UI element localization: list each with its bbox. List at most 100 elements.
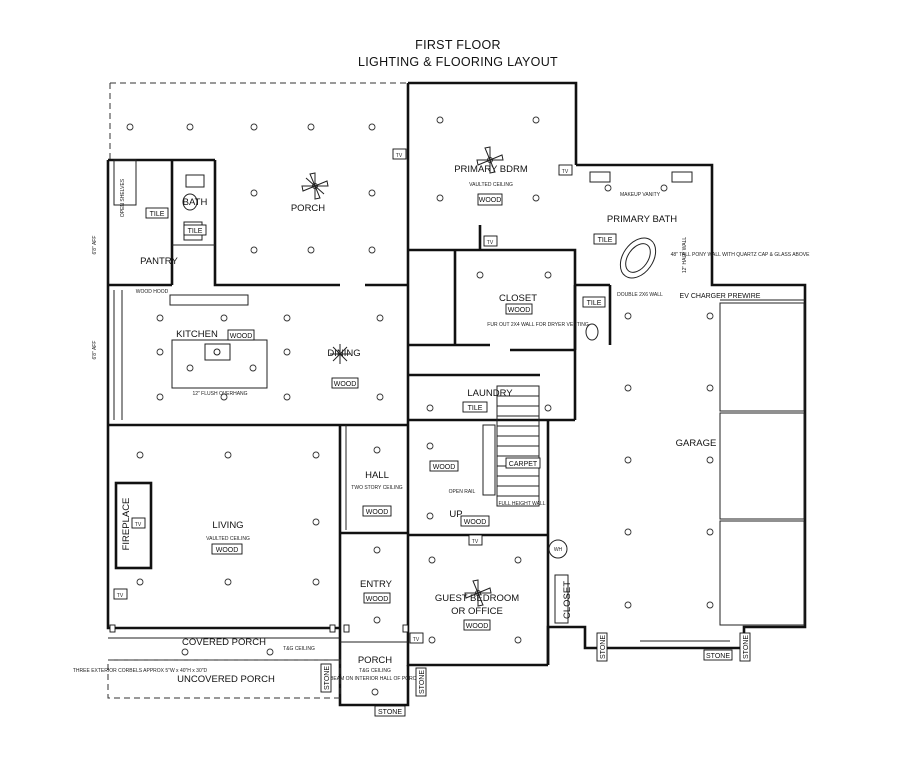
tag-stone-garage-left: STONE bbox=[600, 635, 607, 659]
tv-icon: TV bbox=[487, 240, 494, 246]
label-glass-note: 48" TALL PONY WALL WITH QUARTZ CAP & GLA… bbox=[671, 252, 811, 258]
label-open-shelves: OPEN SHELVES bbox=[120, 178, 126, 217]
tag-wood-stair-hall: WOOD bbox=[433, 464, 456, 471]
tag-wood-entry: WOOD bbox=[366, 596, 389, 603]
recessed-light-icon bbox=[373, 446, 381, 454]
recessed-light-icon bbox=[604, 184, 612, 192]
recessed-light-icon bbox=[224, 578, 232, 586]
recessed-light-icon bbox=[156, 393, 164, 401]
label-covered-porch: COVERED PORCH bbox=[182, 637, 266, 648]
label-garage: GARAGE bbox=[676, 438, 717, 449]
floor-tags: WOOD TILE TILE TILE WOOD WOOD WOOD TILE … bbox=[145, 193, 751, 717]
recessed-light-icon bbox=[136, 451, 144, 459]
recessed-light-icon bbox=[514, 636, 522, 644]
recessed-light-icon bbox=[624, 312, 632, 320]
label-hall: HALL bbox=[365, 470, 389, 481]
recessed-lights bbox=[126, 116, 714, 696]
label-guest-line2: OR OFFICE bbox=[451, 606, 503, 617]
recessed-light-icon bbox=[250, 189, 258, 197]
label-porch-front-ceiling: T&G CEILING bbox=[359, 668, 391, 674]
recessed-light-icon bbox=[266, 648, 274, 656]
tag-wood-primary-bdrm: WOOD bbox=[479, 197, 502, 204]
recessed-light-icon bbox=[544, 404, 552, 412]
label-primary-bdrm-ceiling: VAULTED CEILING bbox=[469, 182, 513, 188]
island-note: 12" FLUSH OVERHANG bbox=[192, 391, 247, 397]
recessed-light-icon bbox=[136, 578, 144, 586]
recessed-light-icon bbox=[532, 116, 540, 124]
recessed-light-icon bbox=[126, 123, 134, 131]
exterior-walls bbox=[106, 81, 807, 707]
label-fireplace: FIREPLACE bbox=[121, 498, 132, 551]
label-open-rail: OPEN RAIL bbox=[449, 489, 476, 495]
label-porch-rear: PORCH bbox=[291, 203, 325, 214]
wood-hood-note: WOOD HOOD bbox=[136, 289, 169, 295]
recessed-light-icon bbox=[476, 271, 484, 279]
label-living: LIVING bbox=[212, 520, 243, 531]
recessed-light-icon bbox=[307, 123, 315, 131]
tag-tile-primary-bath: TILE bbox=[598, 237, 613, 244]
recessed-light-icon bbox=[368, 123, 376, 131]
recessed-light-icon bbox=[220, 314, 228, 322]
label-living-ceiling: VAULTED CEILING bbox=[206, 536, 250, 542]
recessed-light-icon bbox=[250, 123, 258, 131]
recessed-light-icon bbox=[368, 246, 376, 254]
plan-title-line1: FIRST FLOOR bbox=[415, 38, 501, 52]
label-covered-porch-ceiling: T&G CEILING bbox=[283, 646, 315, 652]
label-wh: WH bbox=[554, 547, 563, 553]
recessed-light-icon bbox=[436, 194, 444, 202]
recessed-light-icon bbox=[250, 246, 258, 254]
label-corbels: THREE EXTERIOR CORBELS APPROX 5"W x 40"H… bbox=[73, 668, 208, 674]
tag-carpet-stair: CARPET bbox=[509, 461, 538, 468]
recessed-light-icon bbox=[706, 456, 714, 464]
tag-wood-hall: WOOD bbox=[366, 509, 389, 516]
label-closet-side: CLOSET bbox=[562, 581, 573, 619]
label-bath: BATH bbox=[183, 197, 208, 208]
tv-icon: TV bbox=[472, 539, 479, 545]
rear-porch-outline bbox=[109, 82, 408, 160]
label-aff-1: 6'8" AFF bbox=[92, 236, 98, 255]
label-aff-2: 6'8" AFF bbox=[92, 341, 98, 360]
recessed-light-icon bbox=[312, 451, 320, 459]
recessed-light-icon bbox=[283, 314, 291, 322]
label-full-height-wall: FULL HEIGHT WALL bbox=[498, 501, 545, 507]
recessed-light-icon bbox=[312, 578, 320, 586]
label-primary-bdrm: PRIMARY BDRM bbox=[454, 164, 528, 175]
label-guest-line1: GUEST BEDROOM bbox=[435, 593, 519, 604]
recessed-light-icon bbox=[307, 246, 315, 254]
tag-tile-toilet: TILE bbox=[587, 300, 602, 307]
tag-wood-landing: WOOD bbox=[464, 519, 487, 526]
tag-tile-bath: TILE bbox=[188, 228, 203, 235]
recessed-light-icon bbox=[706, 528, 714, 536]
chandelier-icon bbox=[330, 344, 350, 364]
label-half-wall: 12" HALF WALL bbox=[682, 237, 688, 274]
tag-wood-dining: WOOD bbox=[334, 381, 357, 388]
tag-wood-living: WOOD bbox=[216, 547, 239, 554]
recessed-light-icon bbox=[376, 393, 384, 401]
recessed-light-icon bbox=[624, 528, 632, 536]
recessed-light-icon bbox=[544, 271, 552, 279]
recessed-light-icon bbox=[532, 194, 540, 202]
recessed-light-icon bbox=[426, 404, 434, 412]
recessed-light-icon bbox=[312, 518, 320, 526]
ceiling-fan-icon bbox=[464, 579, 492, 607]
ceiling-fan-icon bbox=[476, 146, 504, 174]
recessed-light-icon bbox=[426, 442, 434, 450]
label-double-wall: DOUBLE 2X6 WALL bbox=[617, 292, 663, 298]
recessed-light-icon bbox=[368, 189, 376, 197]
recessed-light-icon bbox=[376, 314, 384, 322]
recessed-light-icon bbox=[186, 364, 194, 372]
label-entry: ENTRY bbox=[360, 579, 393, 590]
tv-markers: TV TV TV TV TV TV TV bbox=[113, 148, 573, 644]
recessed-light-icon bbox=[220, 393, 228, 401]
recessed-light-icon bbox=[373, 546, 381, 554]
label-closet: CLOSET bbox=[499, 293, 537, 304]
tv-icon: TV bbox=[135, 522, 142, 528]
tv-icon: TV bbox=[413, 637, 420, 643]
tag-stone-bottom: STONE bbox=[378, 709, 402, 716]
recessed-light-icon bbox=[224, 451, 232, 459]
label-hall-ceiling: TWO STORY CEILING bbox=[351, 485, 403, 491]
recessed-light-icon bbox=[186, 123, 194, 131]
tv-icon: TV bbox=[117, 593, 124, 599]
tv-icon: TV bbox=[562, 169, 569, 175]
